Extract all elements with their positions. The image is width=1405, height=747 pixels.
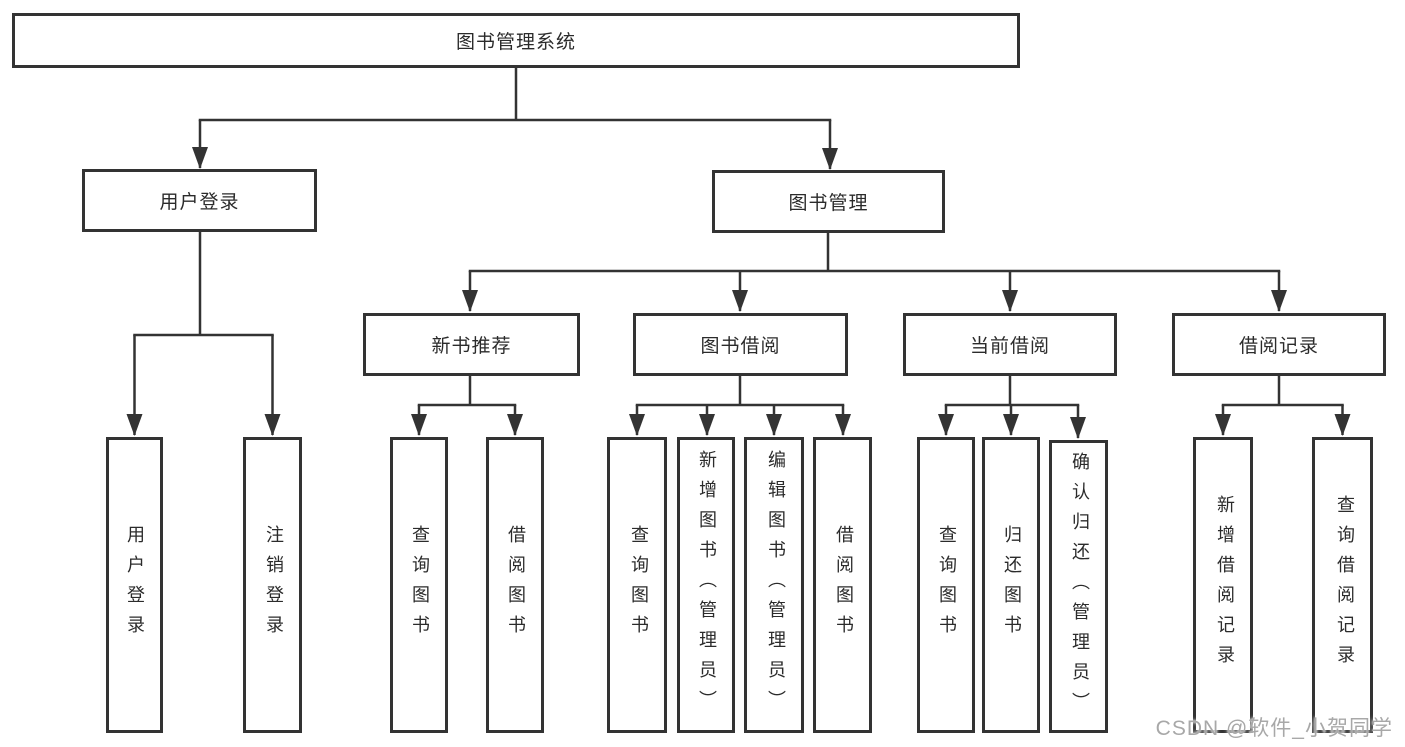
leaf-borrow-books-recommend: 借阅图书 (486, 437, 544, 733)
node-library-system: 图书管理系统 (12, 13, 1020, 68)
leaf-query-books-recommend: 查询图书 (390, 437, 448, 733)
node-book-management: 图书管理 (712, 170, 945, 233)
leaf-user-login: 用户登录 (106, 437, 163, 733)
leaf-query-books-borrow: 查询图书 (607, 437, 667, 733)
leaf-edit-book-admin: 编辑图书（管理员） (744, 437, 804, 733)
leaf-borrow-books: 借阅图书 (813, 437, 872, 733)
node-borrow-records: 借阅记录 (1172, 313, 1386, 376)
csdn-watermark: CSDN @软件_小贺同学 (1155, 717, 1393, 740)
leaf-add-borrow-record: 新增借阅记录 (1193, 437, 1253, 733)
leaf-confirm-return-admin: 确认归还（管理员） (1049, 440, 1108, 733)
leaf-return-books: 归还图书 (982, 437, 1040, 733)
leaf-query-borrow-record: 查询借阅记录 (1312, 437, 1373, 733)
leaf-query-books-current: 查询图书 (917, 437, 975, 733)
leaf-logout: 注销登录 (243, 437, 302, 733)
leaf-add-book-admin: 新增图书（管理员） (677, 437, 735, 733)
node-book-borrow: 图书借阅 (633, 313, 848, 376)
node-current-borrow: 当前借阅 (903, 313, 1117, 376)
node-user-login: 用户登录 (82, 169, 317, 232)
node-new-book-recommend: 新书推荐 (363, 313, 580, 376)
